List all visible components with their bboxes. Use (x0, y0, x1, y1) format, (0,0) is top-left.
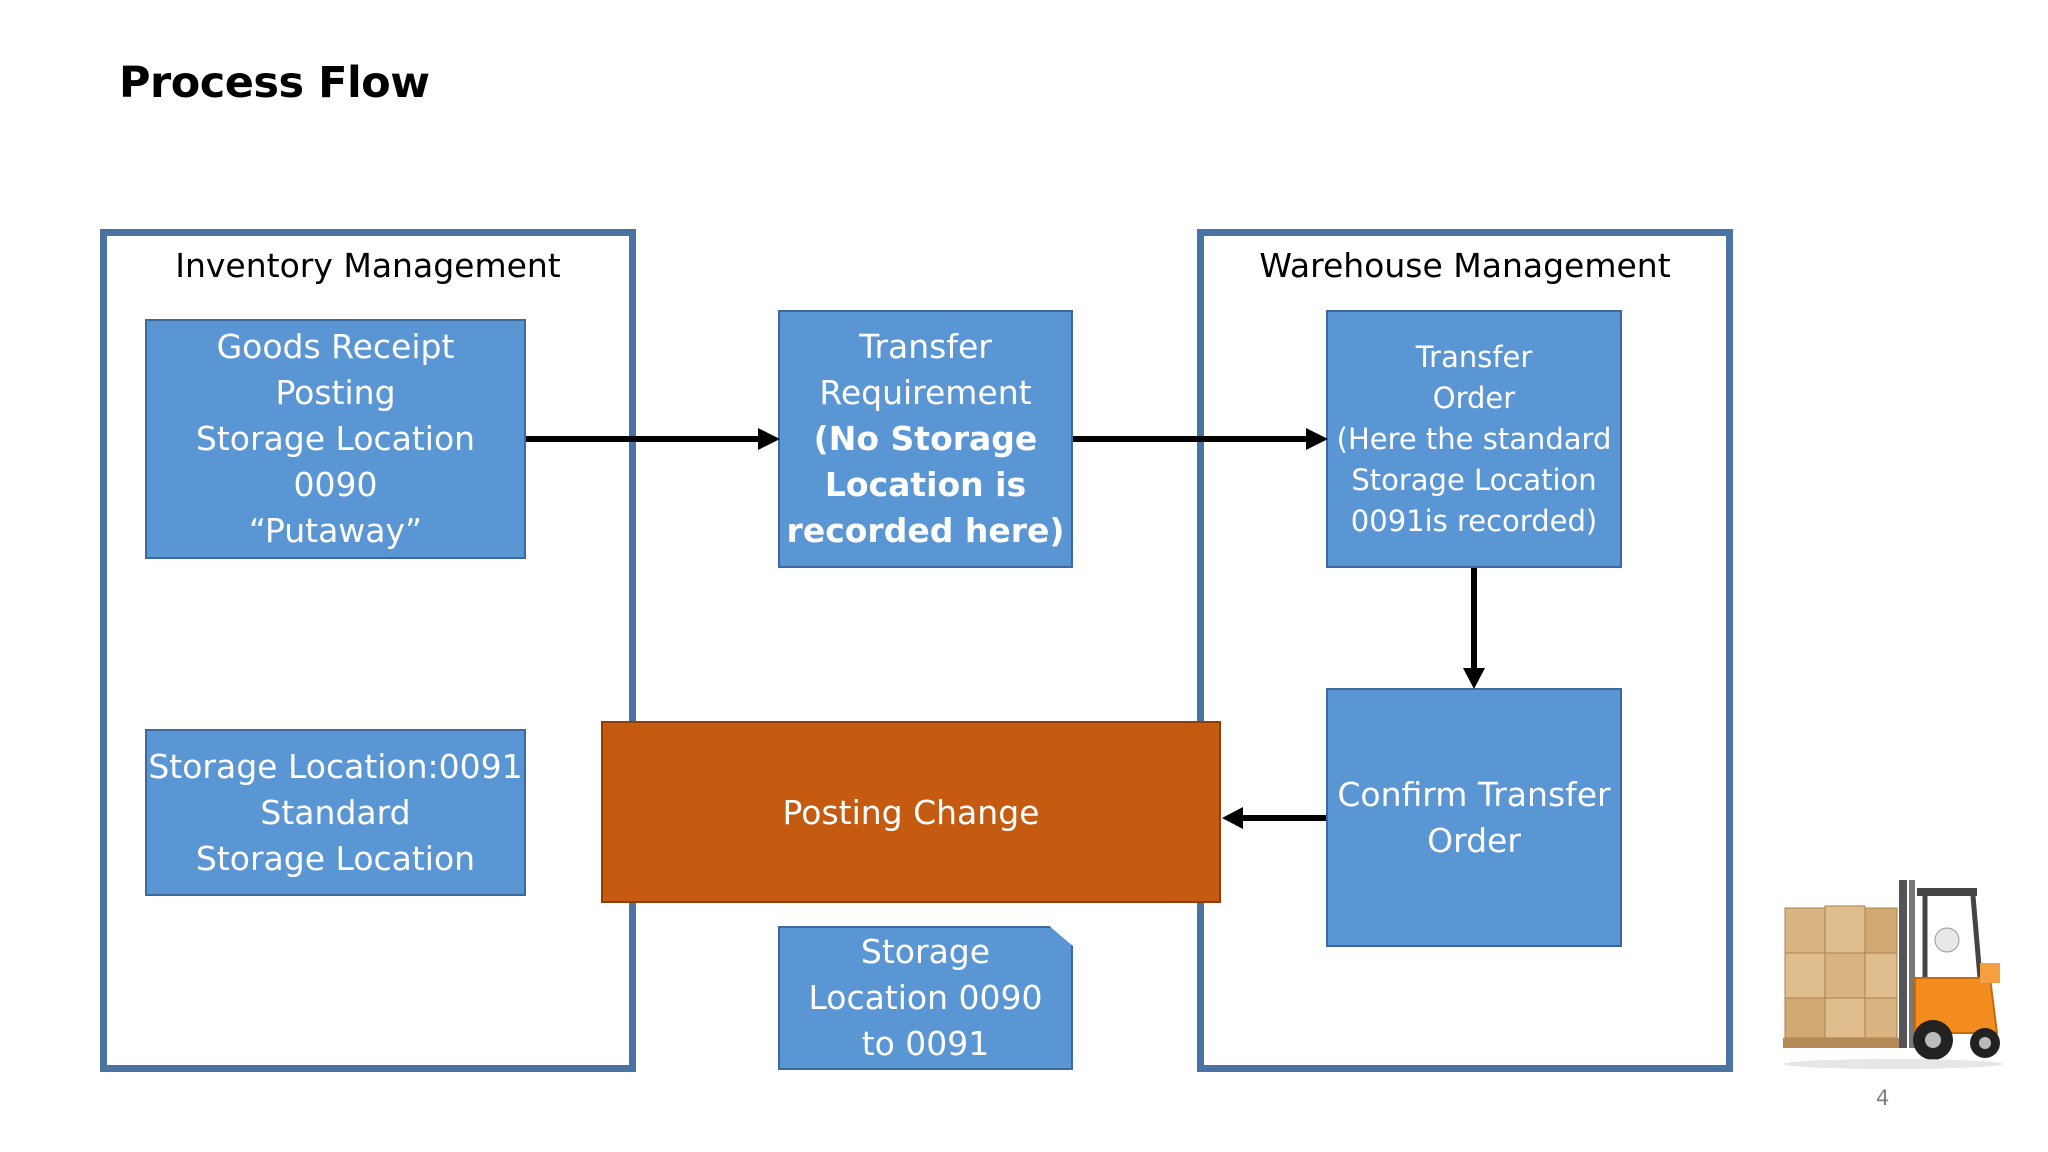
goods-receipt-line: Posting (275, 373, 396, 412)
goods-receipt-line: Goods Receipt (216, 327, 455, 366)
transfer-order-line: (Here the standard (1336, 421, 1612, 456)
posting-change-label: Posting Change (782, 792, 1040, 832)
storage-note-line: Location 0090 (808, 978, 1043, 1017)
storage-0091-line: Standard (260, 792, 411, 832)
goods-receipt-line: Storage Location (195, 419, 476, 458)
storage-location-note: Storage Location 0090 to 0091 (778, 926, 1073, 1070)
storage-note-line: to 0091 (861, 1024, 990, 1063)
transfer-requirement-note-line: recorded here) (786, 511, 1065, 550)
slide-title: Process Flow (119, 58, 430, 108)
forklift-with-boxes-image (1783, 880, 2003, 1069)
storage-0091-line: Storage Location:0091 (148, 746, 523, 786)
transfer-requirement-line: Transfer (859, 327, 992, 366)
storage-note-line: Storage (860, 932, 991, 971)
page-number: 4 (1876, 1086, 1890, 1110)
storage-0091-line: Storage Location (195, 838, 476, 878)
arrow-right-icon (526, 428, 780, 450)
transfer-order-line: Transfer (1415, 339, 1533, 374)
transfer-order-line: Order (1432, 380, 1516, 415)
storage-location-0091-box: Storage Location:0091 Standard Storage L… (145, 729, 526, 896)
arrow-left-icon (1222, 807, 1326, 829)
goods-receipt-line: “Putaway” (248, 511, 423, 550)
transfer-requirement-note-line: Location is (824, 465, 1027, 504)
transfer-order-box: Transfer Order (Here the standard Storag… (1326, 310, 1622, 568)
inventory-management-frame: Inventory Management (100, 229, 636, 1072)
goods-receipt-line: 0090 (293, 465, 378, 504)
posting-change-box: Posting Change (601, 721, 1221, 903)
transfer-requirement-note-line: (No Storage (813, 419, 1038, 458)
goods-receipt-box: Goods Receipt Posting Storage Location 0… (145, 319, 526, 559)
confirm-transfer-order-line: Confirm Transfer (1337, 774, 1611, 814)
confirm-transfer-order-line: Order (1427, 820, 1521, 860)
warehouse-management-frame: Warehouse Management (1197, 229, 1733, 1072)
transfer-order-line: 0091is recorded) (1350, 503, 1598, 538)
warehouse-management-label: Warehouse Management (1259, 246, 1671, 285)
inventory-management-label: Inventory Management (175, 246, 561, 285)
confirm-transfer-order-box: Confirm Transfer Order (1326, 688, 1622, 947)
arrow-down-icon (1463, 568, 1485, 689)
arrow-right-icon (1073, 428, 1328, 450)
transfer-order-line: Storage Location (1351, 462, 1597, 497)
transfer-requirement-line: Requirement (819, 373, 1032, 412)
transfer-requirement-box: Transfer Requirement (No Storage Locatio… (778, 310, 1073, 568)
